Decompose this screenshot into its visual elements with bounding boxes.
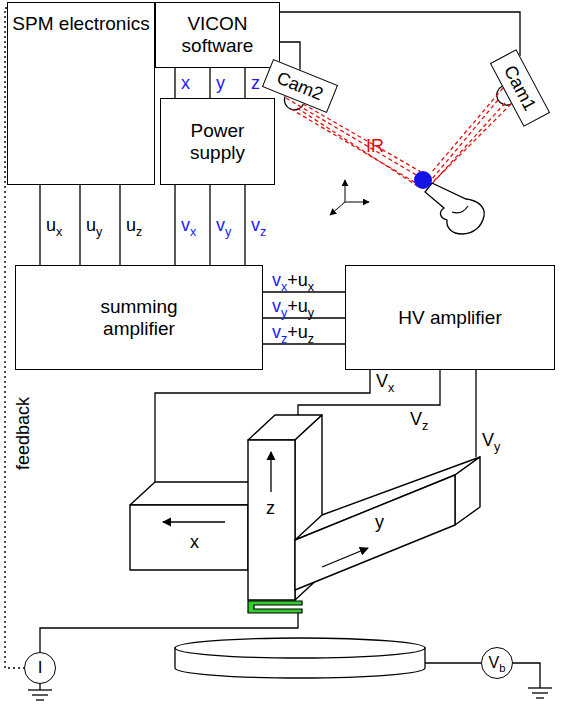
signal-label: vx+ux: [272, 270, 314, 291]
cantilever: [248, 601, 302, 613]
signal-wire: [263, 343, 345, 344]
signal-wire: [174, 185, 175, 265]
sample-disk: [175, 638, 425, 678]
node-label: y: [375, 512, 384, 533]
signal-label: vy+uy: [272, 296, 314, 317]
amplifier-box: HV amplifier: [345, 265, 555, 370]
node-label: Power supply: [172, 120, 264, 164]
axis-arrow: [163, 452, 368, 567]
electronics-box: SPM electronics: [7, 2, 155, 185]
signal-wire: [298, 370, 440, 415]
signal-wire: [39, 185, 40, 265]
signal-label: Vy: [482, 430, 500, 451]
signal-wire: [119, 185, 120, 265]
signal-label: feedback: [13, 397, 34, 470]
node-label: VICON software: [156, 13, 279, 57]
signal-label: uy: [86, 215, 102, 236]
signal-wire: [263, 317, 345, 318]
piezo-block: y: [300, 457, 480, 590]
node-label: Vb: [489, 654, 506, 672]
hand-marker: [414, 171, 484, 234]
node-label: Cam2: [274, 67, 326, 104]
signal-wire: [244, 68, 245, 98]
signal-label: y: [216, 73, 225, 94]
signal-label: Vz: [410, 409, 428, 430]
bias-source: Vb: [481, 647, 513, 679]
node-label: Cam1: [500, 62, 541, 114]
piezo-block: z: [248, 415, 322, 600]
amplifier-box: summing amplifier: [15, 265, 263, 370]
signal-wire: [475, 370, 476, 457]
signal-label: Vx: [376, 371, 394, 392]
signal-label: ux: [46, 215, 62, 236]
signal-wire: [280, 12, 520, 56]
signal-label: vz+uz: [272, 322, 314, 343]
current-meter: I: [24, 652, 56, 684]
node-label: z: [266, 498, 275, 519]
signal-wire: [263, 291, 345, 292]
node-label: I: [38, 658, 43, 678]
signal-label: vx: [181, 215, 196, 236]
signal-label: x: [181, 73, 190, 94]
supply-box: Power supply: [160, 98, 275, 185]
signal-label: vy: [216, 215, 231, 236]
piezo-scanner: [130, 415, 480, 600]
ir-label: IR: [366, 136, 384, 157]
piezo-block: x: [130, 482, 248, 570]
signal-wire: [79, 185, 80, 265]
node-label: x: [190, 532, 199, 553]
signal-wire: [174, 68, 175, 98]
signal-label: z: [251, 73, 260, 94]
signal-wire: [244, 185, 245, 265]
signal-label: uz: [126, 215, 142, 236]
signal-wire: [209, 68, 210, 98]
signal-wire: [209, 185, 210, 265]
signal-label: vz: [251, 215, 266, 236]
node-label: HV amplifier: [398, 307, 501, 329]
software-box: VICON software: [155, 2, 280, 68]
ground-wiring: [28, 663, 552, 700]
node-label: summing amplifier: [79, 296, 199, 340]
node-label: SPM electronics: [12, 13, 149, 35]
axes-symbol: [330, 180, 369, 215]
signal-wire: [155, 370, 370, 482]
